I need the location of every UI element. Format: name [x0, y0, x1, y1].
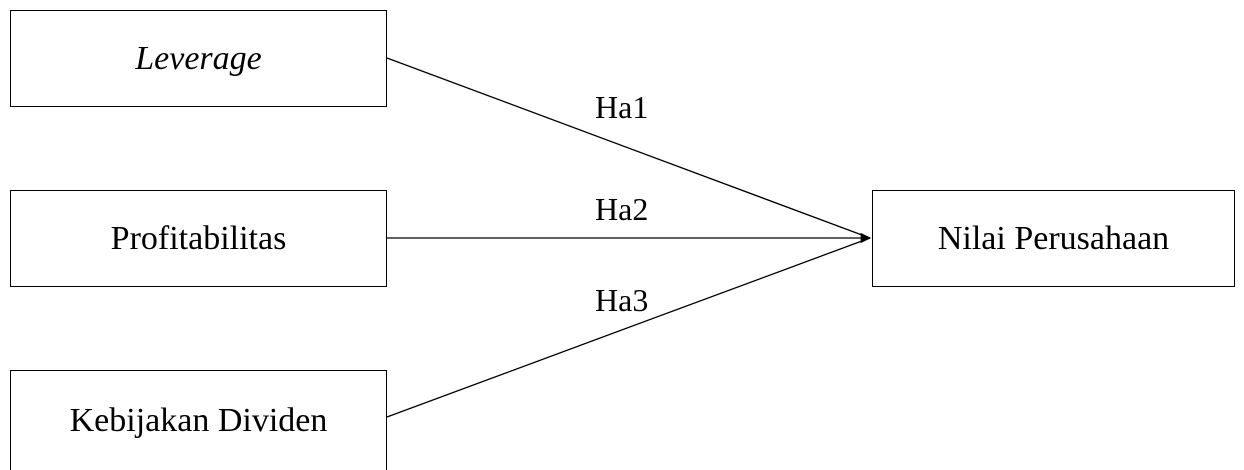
edge-label-ha2: Ha2: [595, 191, 648, 227]
node-nilai-perusahaan: Nilai Perusahaan: [872, 190, 1235, 287]
edge-label-ha1: Ha1: [595, 89, 648, 125]
edge-label-ha3: Ha3: [595, 282, 648, 318]
node-kebijakan-dividen: Kebijakan Dividen: [10, 370, 387, 470]
node-profitabilitas: Profitabilitas: [10, 190, 387, 287]
edge-dividen-to-nilai: [386, 237, 871, 418]
node-kebijakan-dividen-label: Kebijakan Dividen: [69, 401, 328, 439]
node-profitabilitas-label: Profitabilitas: [110, 219, 287, 257]
node-leverage: Leverage: [10, 10, 387, 107]
node-leverage-label: Leverage: [135, 39, 262, 77]
edge-leverage-to-nilai: [386, 57, 871, 239]
node-nilai-perusahaan-label: Nilai Perusahaan: [937, 219, 1170, 257]
